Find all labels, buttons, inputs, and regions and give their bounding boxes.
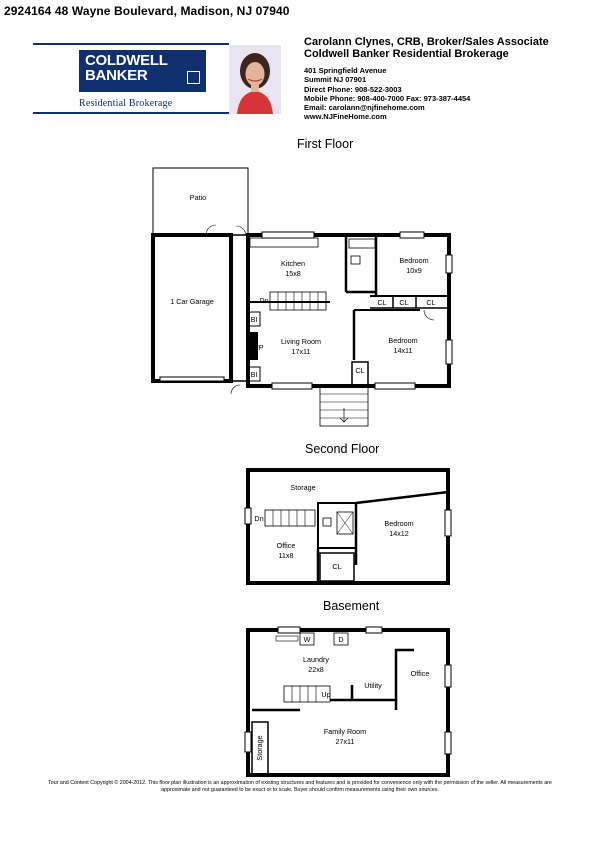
agent-direct-phone: Direct Phone: 908-522-3003 bbox=[304, 84, 402, 94]
agent-photo bbox=[229, 45, 281, 114]
garage-label: 1 Car Garage bbox=[170, 297, 214, 306]
dryer-label: D bbox=[338, 635, 343, 644]
second-dn-label: Dn bbox=[254, 514, 263, 523]
bedroom1-size: 10x9 bbox=[406, 266, 422, 275]
basement-office-label: Office bbox=[411, 669, 430, 678]
coldwell-banker-logo: COLDWELL BANKER bbox=[79, 50, 206, 92]
up-label: Up bbox=[321, 690, 330, 699]
closet-label-1: CL bbox=[377, 298, 386, 307]
basement-storage-label: Storage bbox=[255, 735, 264, 760]
closet-label-2: CL bbox=[399, 298, 408, 307]
closet-label-3: CL bbox=[426, 298, 435, 307]
closet-label-4: CL bbox=[355, 366, 364, 375]
agent-mobile-fax: Mobile Phone: 908-400-7000 Fax: 973-387-… bbox=[304, 93, 471, 103]
brand-subtitle: Residential Brokerage bbox=[79, 98, 173, 109]
second-floor-plan bbox=[244, 468, 452, 585]
washer-label: W bbox=[304, 635, 311, 644]
agent-info: Carolann Clynes, CRB, Broker/Sales Assoc… bbox=[304, 36, 594, 122]
kitchen-label: Kitchen bbox=[281, 259, 305, 268]
fireplace-label: FP bbox=[254, 343, 263, 352]
bi-label-1: BI bbox=[251, 315, 258, 324]
kitchen-size: 15x8 bbox=[285, 269, 301, 278]
office-label: Office bbox=[277, 541, 296, 550]
agent-name: Carolann Clynes, CRB, Broker/Sales Assoc… bbox=[304, 36, 549, 48]
living-room-label: Living Room bbox=[281, 337, 321, 346]
second-floor-title: Second Floor bbox=[305, 442, 380, 456]
bi-label-2: BI bbox=[251, 370, 258, 379]
living-room-size: 17x11 bbox=[291, 347, 310, 356]
logo-line-2: BANKER bbox=[85, 67, 148, 84]
listing-header: 2924164 48 Wayne Boulevard, Madison, NJ … bbox=[4, 4, 290, 18]
bedroom1-label: Bedroom bbox=[399, 256, 428, 265]
office-size: 11x8 bbox=[278, 551, 293, 560]
first-floor-title: First Floor bbox=[297, 137, 354, 151]
laundry-label: Laundry bbox=[303, 655, 329, 664]
brand-bottom-rule bbox=[33, 112, 229, 114]
utility-label: Utility bbox=[364, 681, 382, 690]
family-room-size: 27x11 bbox=[335, 737, 354, 746]
laundry-size: 22x8 bbox=[308, 665, 324, 674]
bedroom2-size: 14x11 bbox=[393, 346, 412, 355]
copyright-footer: Tour and Content Copyright © 2004-2012. … bbox=[8, 780, 592, 793]
basement-plan bbox=[244, 626, 452, 777]
agent-email[interactable]: Email: carolann@njfinehome.com bbox=[304, 103, 425, 113]
second-closet-label: CL bbox=[332, 562, 341, 571]
second-bedroom-label: Bedroom bbox=[384, 519, 413, 528]
footer-line-2: approximate and not guaranteed to be exa… bbox=[161, 786, 439, 793]
first-dn-label: Dn bbox=[259, 296, 268, 305]
logo-mark-icon bbox=[187, 71, 200, 84]
agent-website[interactable]: www.NJFineHome.com bbox=[304, 112, 387, 122]
agent-card: COLDWELL BANKER Residential Brokerage bbox=[33, 43, 295, 114]
second-bedroom-size: 14x12 bbox=[389, 529, 409, 538]
brand-top-rule bbox=[33, 43, 229, 45]
family-room-label: Family Room bbox=[324, 727, 366, 736]
storage-label: Storage bbox=[290, 483, 315, 492]
basement-title: Basement bbox=[323, 599, 380, 613]
logo-line-1: COLDWELL bbox=[85, 52, 168, 69]
bedroom2-label: Bedroom bbox=[388, 336, 417, 345]
patio-label: Patio bbox=[190, 193, 206, 202]
agent-address: 401 Springfield Avenue bbox=[304, 66, 387, 75]
agent-city: Summit NJ 07901 bbox=[304, 75, 367, 85]
first-floor-plan bbox=[151, 167, 453, 427]
agent-company: Coldwell Banker Residential Brokerage bbox=[304, 48, 509, 60]
floor-plans: Patio 1 Car Garage Kitchen 15x8 Bedroom … bbox=[151, 167, 453, 777]
footer-line-1: Tour and Content Copyright © 2004-2012. … bbox=[48, 780, 552, 786]
